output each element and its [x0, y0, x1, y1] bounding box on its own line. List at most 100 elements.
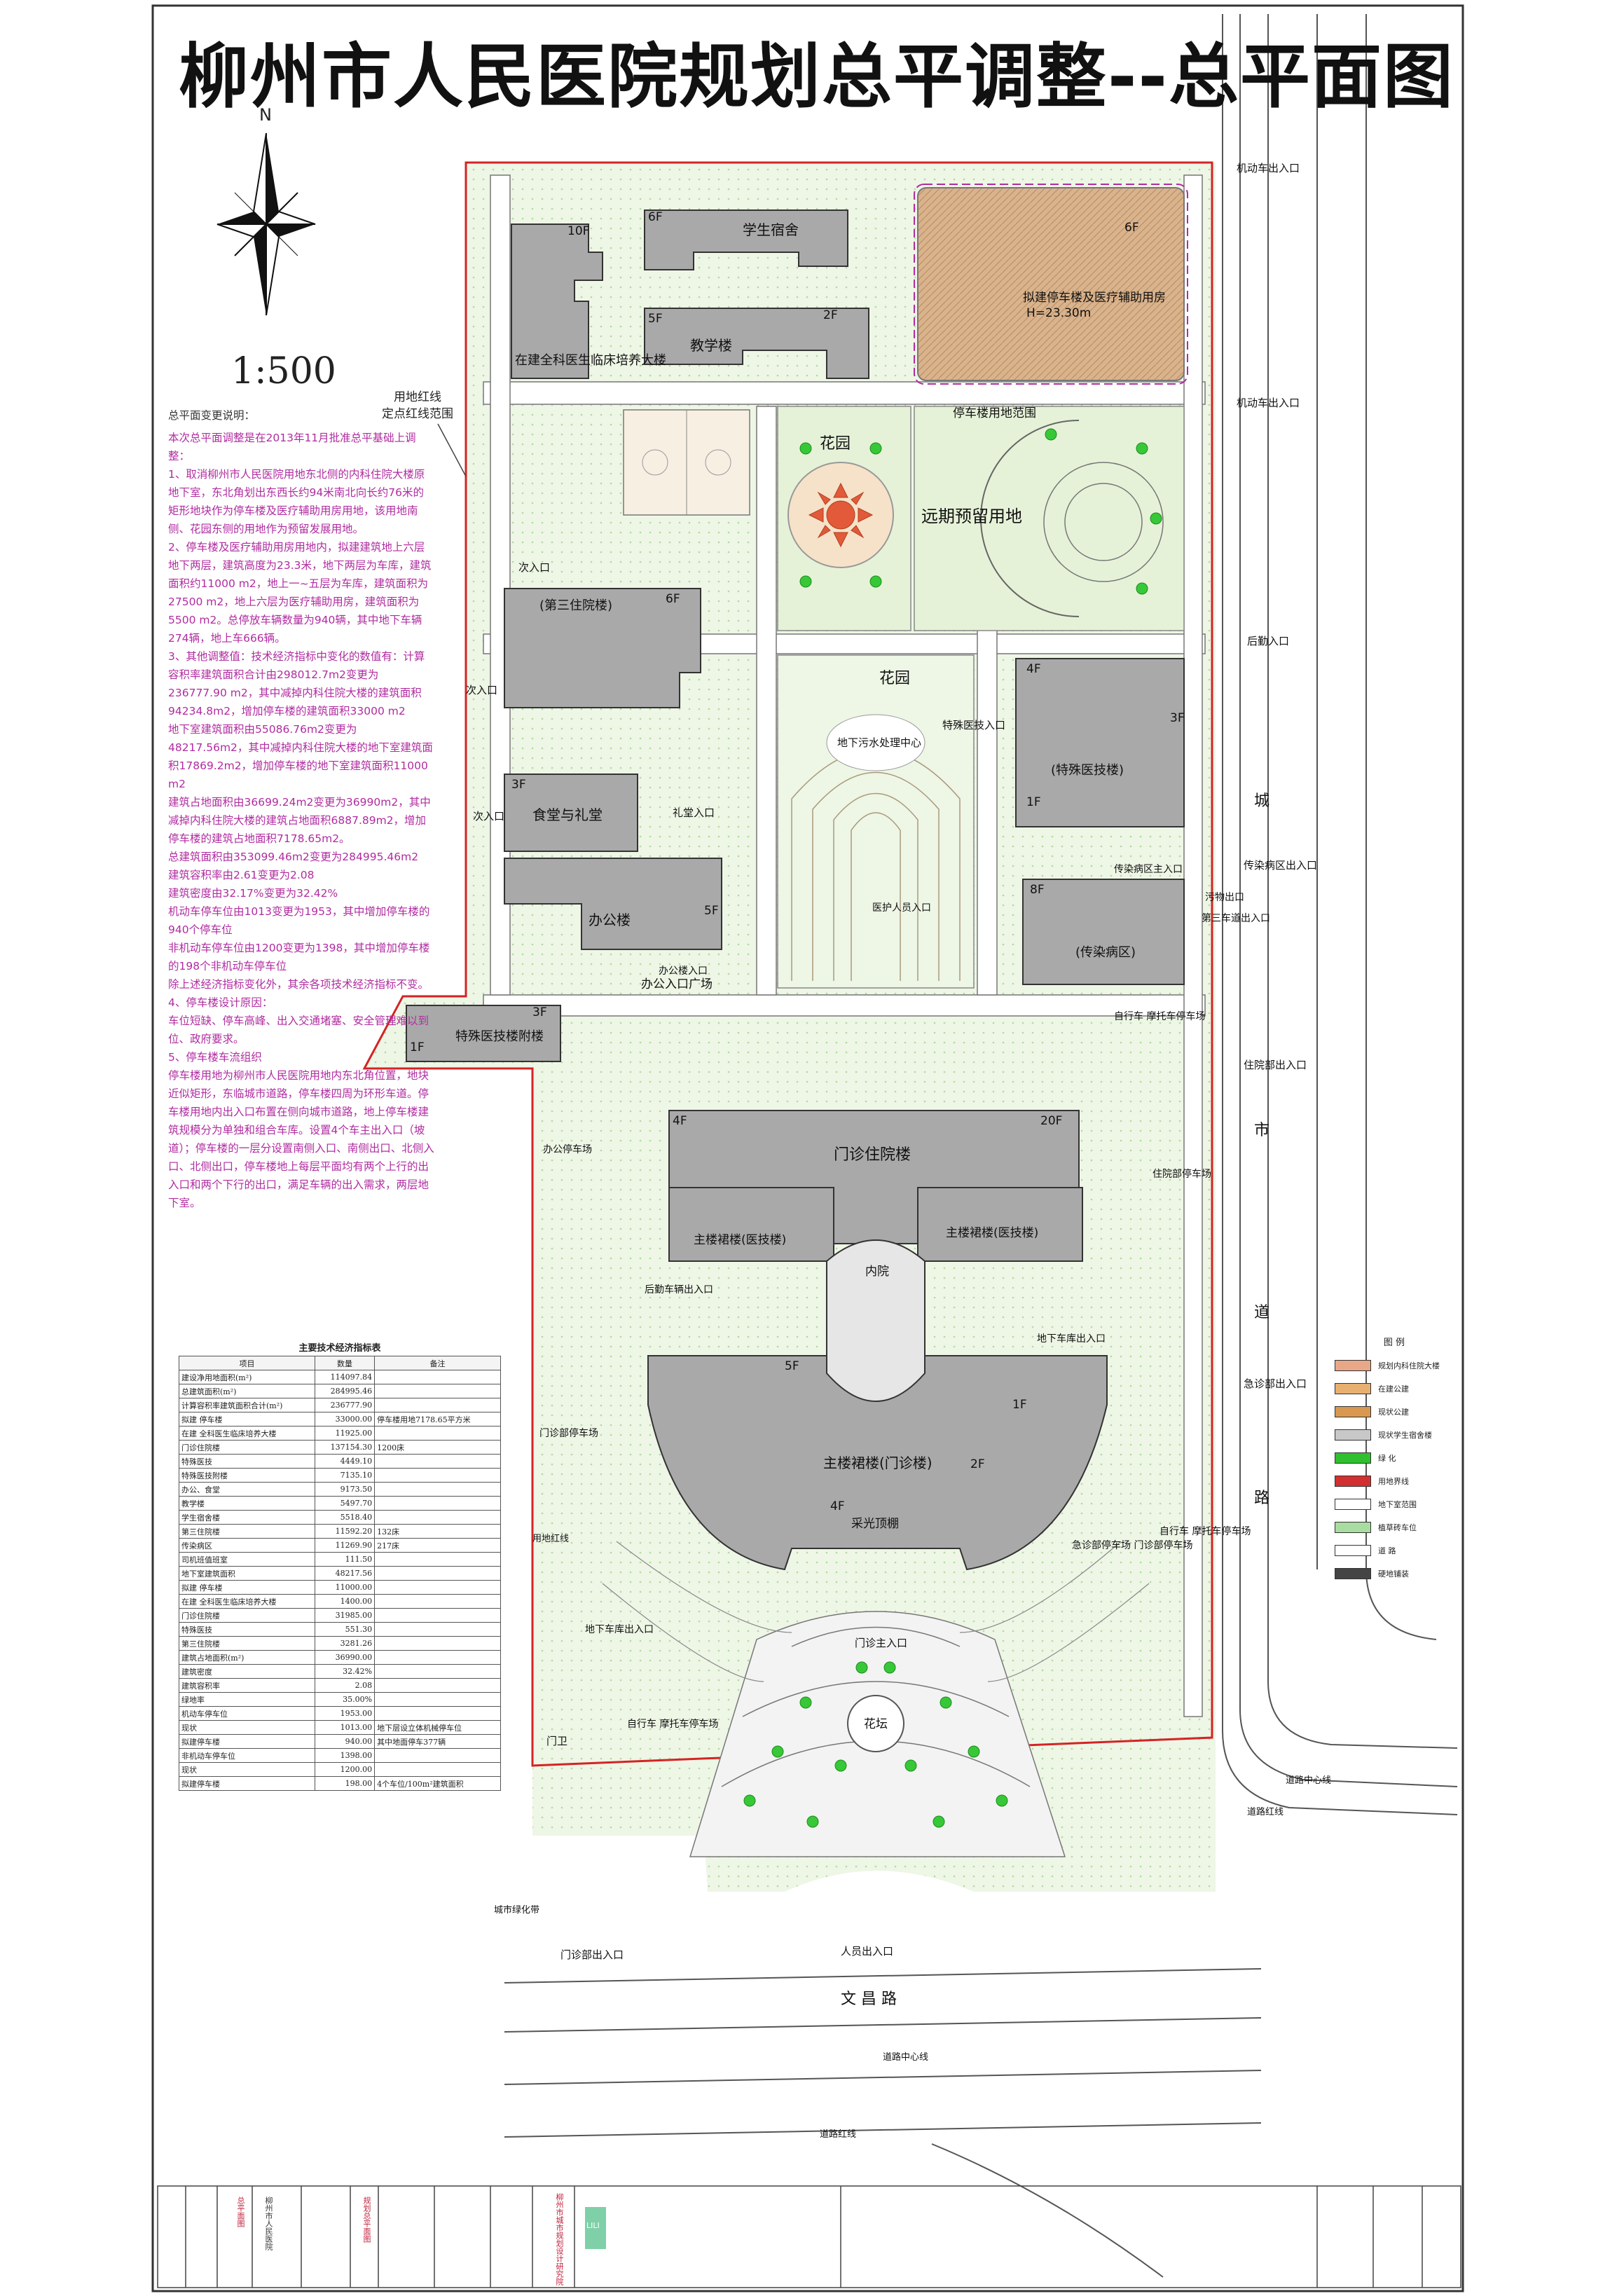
indicator-header: 项目 — [179, 1356, 315, 1370]
legend-item: 用地界线 — [1335, 1469, 1454, 1492]
notes-p12: 除上述经济指标变化外，其余各项技术经济指标不变。 — [168, 978, 429, 991]
indicator-cell: 特殊医技附楼 — [179, 1468, 315, 1483]
indicator-cell: 地下层设立体机械停车位 — [374, 1720, 501, 1735]
label-inner-court: 内院 — [865, 1265, 889, 1279]
legend-item: 地下室范围 — [1335, 1492, 1454, 1515]
label-parking: 拟建停车楼及医疗辅助用房 — [1023, 291, 1166, 305]
institute-logo — [585, 2207, 606, 2249]
label-vehicle-ne2: 机动车出入口 — [1237, 397, 1300, 409]
label-oi-floors: 20F — [1040, 1114, 1062, 1128]
label-canteen: 食堂与礼堂 — [532, 806, 603, 823]
notes-p3: 2、停车楼及医疗辅助用房用地内，拟建建筑地上六层地下两层，建筑高度为23.3米，… — [168, 541, 432, 645]
legend-item: 现状公建 — [1335, 1400, 1454, 1423]
canteen-building — [504, 774, 638, 852]
label-land-line: 用地红线 — [532, 1533, 569, 1544]
label-podium-floors: 5F — [785, 1359, 799, 1373]
legend-label: 硬地铺装 — [1378, 1569, 1409, 1579]
indicator-cell — [374, 1566, 501, 1581]
legend-label: 地下室范围 — [1378, 1499, 1417, 1509]
sun-flowerbed — [808, 482, 874, 548]
indicator-cell: 198.00 — [314, 1776, 376, 1791]
label-infectious-main: 传染病区主入口 — [1114, 864, 1183, 875]
third-inpatient-building — [504, 588, 701, 708]
indicator-cell: 5497.70 — [314, 1496, 376, 1511]
indicator-cell: 特殊医技 — [179, 1454, 315, 1469]
label-inpatient: 住院部出入口 — [1244, 1059, 1307, 1071]
tb-drawing2: 总平面图 — [236, 2197, 245, 2227]
label-annex-floors: 3F — [532, 1005, 547, 1019]
notes-p15: 5、停车楼车流组织 — [168, 1051, 262, 1064]
label-office-plaza: 办公入口广场 — [641, 977, 713, 991]
label-secondary-3: 次入口 — [473, 810, 504, 823]
label-infectious: (传染病区) — [1075, 945, 1136, 960]
legend-items: 规划内科住院大楼在建公建现状公建现状学生宿舍楼绿 化用地界线地下室范围植草砖车位… — [1335, 1354, 1454, 1585]
indicator-cell: 门诊住院楼 — [179, 1440, 315, 1455]
training-building — [511, 224, 603, 379]
label-podium-left: 主楼裙楼(医技楼) — [694, 1233, 786, 1247]
indicator-cell — [374, 1622, 501, 1637]
legend-swatch — [1335, 1452, 1371, 1464]
legend-label: 现状公建 — [1378, 1407, 1409, 1417]
label-road-red-2: 道路红线 — [1247, 1806, 1284, 1817]
notes-p4: 3、其他调整值：技术经济指标中变化的数值有：计算容积率建筑面积合计由298012… — [168, 650, 425, 717]
legend-swatch — [1335, 1498, 1371, 1510]
label-training-floors: 10F — [567, 224, 589, 238]
label-garden-2: 花园 — [879, 670, 910, 687]
indicator-cell — [374, 1384, 501, 1398]
indicator-cell: 特殊医技 — [179, 1622, 315, 1637]
label-gate: 门卫 — [546, 1735, 567, 1747]
land-line-note: 用地红线 定点红线范围 — [382, 390, 453, 421]
indicator-caption: 主要技术经济指标表 — [298, 1343, 381, 1354]
indicator-cell: 5518.40 — [314, 1510, 376, 1525]
label-third-inpatient: (第三住院楼) — [539, 598, 612, 613]
legend-swatch — [1335, 1429, 1371, 1441]
label-infectious-floors: 8F — [1030, 883, 1045, 897]
indicator-cell: 1398.00 — [314, 1748, 376, 1763]
label-office-entry: 办公楼入口 — [659, 965, 708, 977]
legend-swatch — [1335, 1405, 1371, 1417]
title-block — [157, 2185, 1461, 2288]
building-footprints — [406, 209, 1185, 1571]
legend-swatch — [1335, 1475, 1371, 1487]
indicator-cell: 建设净用地面积(m²) — [179, 1370, 315, 1384]
indicator-cell: 第三住院楼 — [179, 1636, 315, 1651]
trees — [743, 428, 1162, 1828]
label-people: 人员出入口 — [841, 1945, 893, 1958]
parking-arcs — [602, 1541, 1150, 1682]
indicator-cell: 计算容积率建筑面积合计(m²) — [179, 1398, 315, 1412]
label-underground-exit: 地下车库出入口 — [585, 1623, 654, 1635]
legend-label: 在建公建 — [1378, 1384, 1409, 1394]
label-vehicle-ne1: 机动车出入口 — [1237, 162, 1300, 174]
notes-p7: 总建筑面积由353099.46m2变更为284995.46m2 — [168, 851, 419, 863]
label-parking-outpatient: 门诊部停车场 — [539, 1427, 598, 1439]
indicator-cell — [374, 1608, 501, 1623]
indicator-cell — [374, 1510, 501, 1525]
parking-structure-footprint — [917, 187, 1185, 381]
podium-right — [917, 1187, 1083, 1262]
label-staff: 医护人员入口 — [872, 902, 931, 914]
label-dorm-floors: 6F — [648, 210, 663, 224]
indicator-cell: 现状 — [179, 1720, 315, 1735]
indicator-cell: 9173.50 — [314, 1482, 376, 1497]
indicator-cell: 36990.00 — [314, 1650, 376, 1665]
indicator-cell: 111.50 — [314, 1552, 376, 1567]
indicator-cell: 传染病区 — [179, 1538, 315, 1553]
indicator-row: 总建筑面积(m²)284995.46 — [179, 1384, 501, 1398]
legend-label: 道 路 — [1378, 1546, 1396, 1555]
indicator-cell — [374, 1748, 501, 1763]
indicator-cell: 拟建 停车楼 — [179, 1580, 315, 1595]
label-parking-bike3: 自行车 摩托车停车场 — [1159, 1525, 1251, 1537]
internal-roads — [483, 174, 1206, 1717]
indicator-cell: 拟建 停车楼 — [179, 1412, 315, 1427]
label-annex-floors2: 1F — [410, 1040, 425, 1054]
